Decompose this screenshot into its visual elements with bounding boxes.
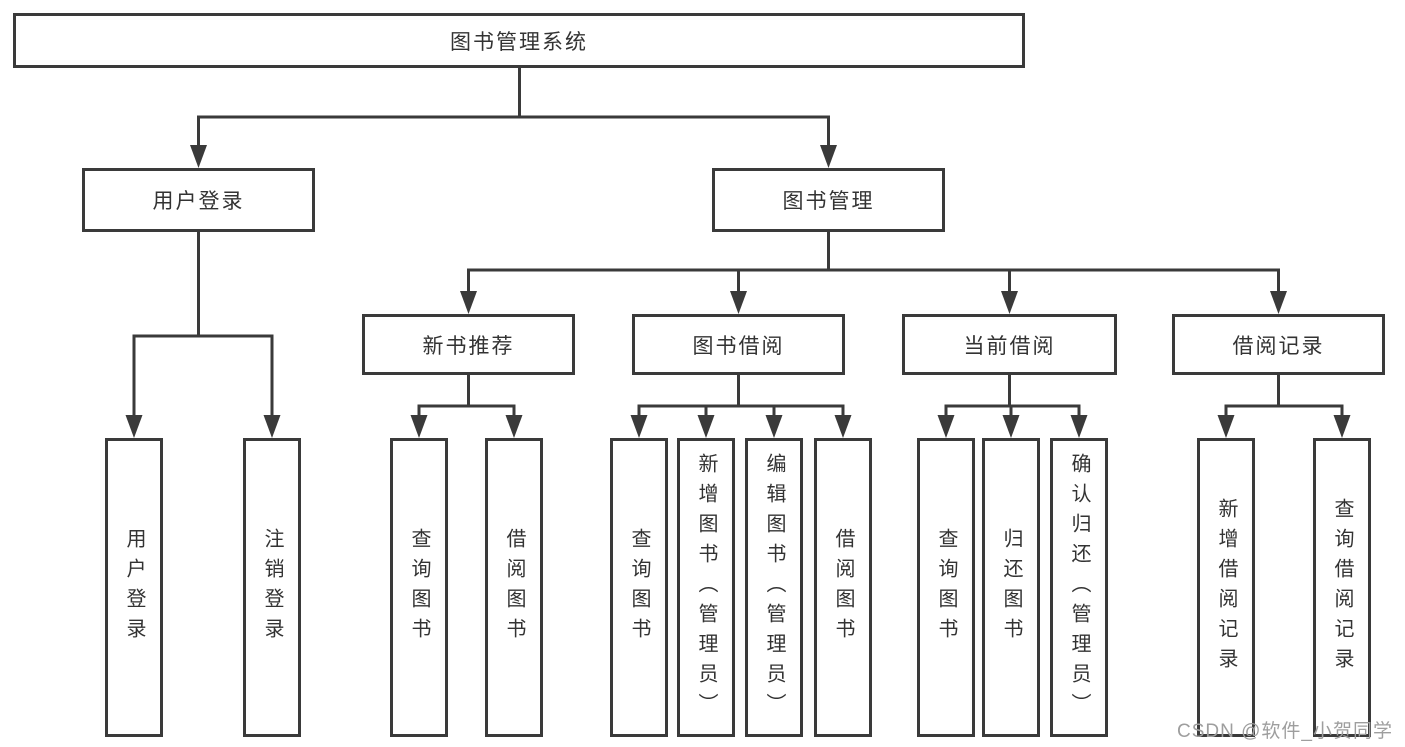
leaf-label: 用户登录 [123,527,145,648]
node-user-login-label: 用户登录 [152,190,245,213]
leaf-label: 借阅图书 [832,527,854,648]
node-user-login: 用户登录 [82,168,315,232]
connector-borrow-records-to-leaves [1217,375,1351,438]
leaf-label: 归还图书 [1000,527,1022,648]
connector-new-book-rec-to-leaves [410,375,523,438]
node-book-mgmt: 图书管理 [712,168,945,232]
node-book-mgmt-label: 图书管理 [782,190,875,213]
connector-current-borrow-to-leaves [937,375,1088,438]
leaf-label: 查询图书 [628,527,650,648]
leaf-confirm-return-admin: 确认归还（管理员） [1050,438,1108,737]
connector-book-borrow-to-leaves [630,375,852,438]
leaf-add-books-admin: 新增图书（管理员） [677,438,735,737]
node-new-book-rec: 新书推荐 [362,314,575,375]
leaf-return-books: 归还图书 [982,438,1040,737]
node-current-borrow: 当前借阅 [902,314,1117,375]
leaf-add-borrow-record: 新增借阅记录 [1197,438,1255,737]
leaf-label: 新增图书（管理员） [695,452,717,723]
node-borrow-records: 借阅记录 [1172,314,1385,375]
node-book-borrow: 图书借阅 [632,314,845,375]
leaf-label: 查询图书 [935,527,957,648]
connector-user-login-to-leaves [125,232,281,438]
leaf-user-login: 用户登录 [105,438,163,737]
watermark-text: CSDN @软件_小贺同学 [1177,721,1393,742]
leaf-label: 查询图书 [408,527,430,648]
leaf-borrow-query-books: 查询图书 [610,438,668,737]
connector-book-mgmt-to-groups [460,232,1287,314]
node-borrow-records-label: 借阅记录 [1232,334,1325,358]
leaf-label: 确认归还（管理员） [1068,452,1090,723]
leaf-rec-borrow-books: 借阅图书 [485,438,543,737]
node-current-borrow-label: 当前借阅 [963,334,1056,358]
leaf-rec-query-books: 查询图书 [390,438,448,737]
node-root-label: 图书管理系统 [450,30,588,54]
node-new-book-rec-label: 新书推荐 [422,334,515,358]
connector-root-to-level2 [190,68,837,168]
leaf-label: 查询借阅记录 [1331,497,1353,678]
leaf-edit-books-admin: 编辑图书（管理员） [745,438,803,737]
leaf-label: 借阅图书 [503,527,525,648]
leaf-logout: 注销登录 [243,438,301,737]
leaf-label: 新增借阅记录 [1215,497,1237,678]
leaf-label: 编辑图书（管理员） [763,452,785,723]
node-root: 图书管理系统 [13,13,1025,68]
leaf-label: 注销登录 [261,527,283,648]
leaf-query-borrow-record: 查询借阅记录 [1313,438,1371,737]
node-book-borrow-label: 图书借阅 [692,334,785,358]
leaf-borrow-books: 借阅图书 [814,438,872,737]
leaf-current-query-books: 查询图书 [917,438,975,737]
